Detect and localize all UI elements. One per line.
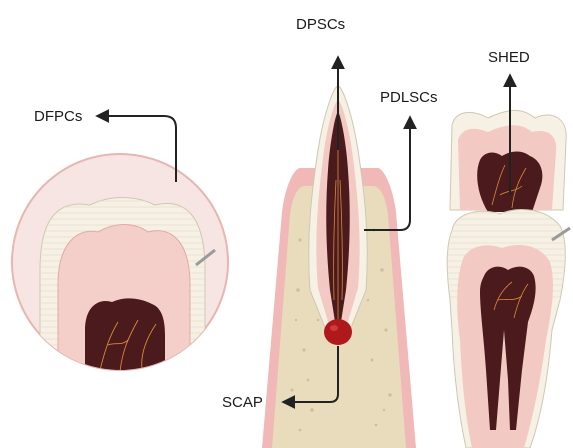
scap-label: SCAP — [222, 394, 263, 411]
dpscs-label: DPSCs — [296, 16, 345, 33]
dfpcs-label: DFPCs — [34, 108, 82, 125]
scap-apical-papilla — [324, 319, 352, 345]
shed-label: SHED — [488, 49, 530, 66]
pdlscs-label: PDLSCs — [380, 89, 438, 106]
developing-tooth-circle — [12, 154, 228, 380]
deciduous-and-permanent-teeth — [447, 110, 570, 448]
